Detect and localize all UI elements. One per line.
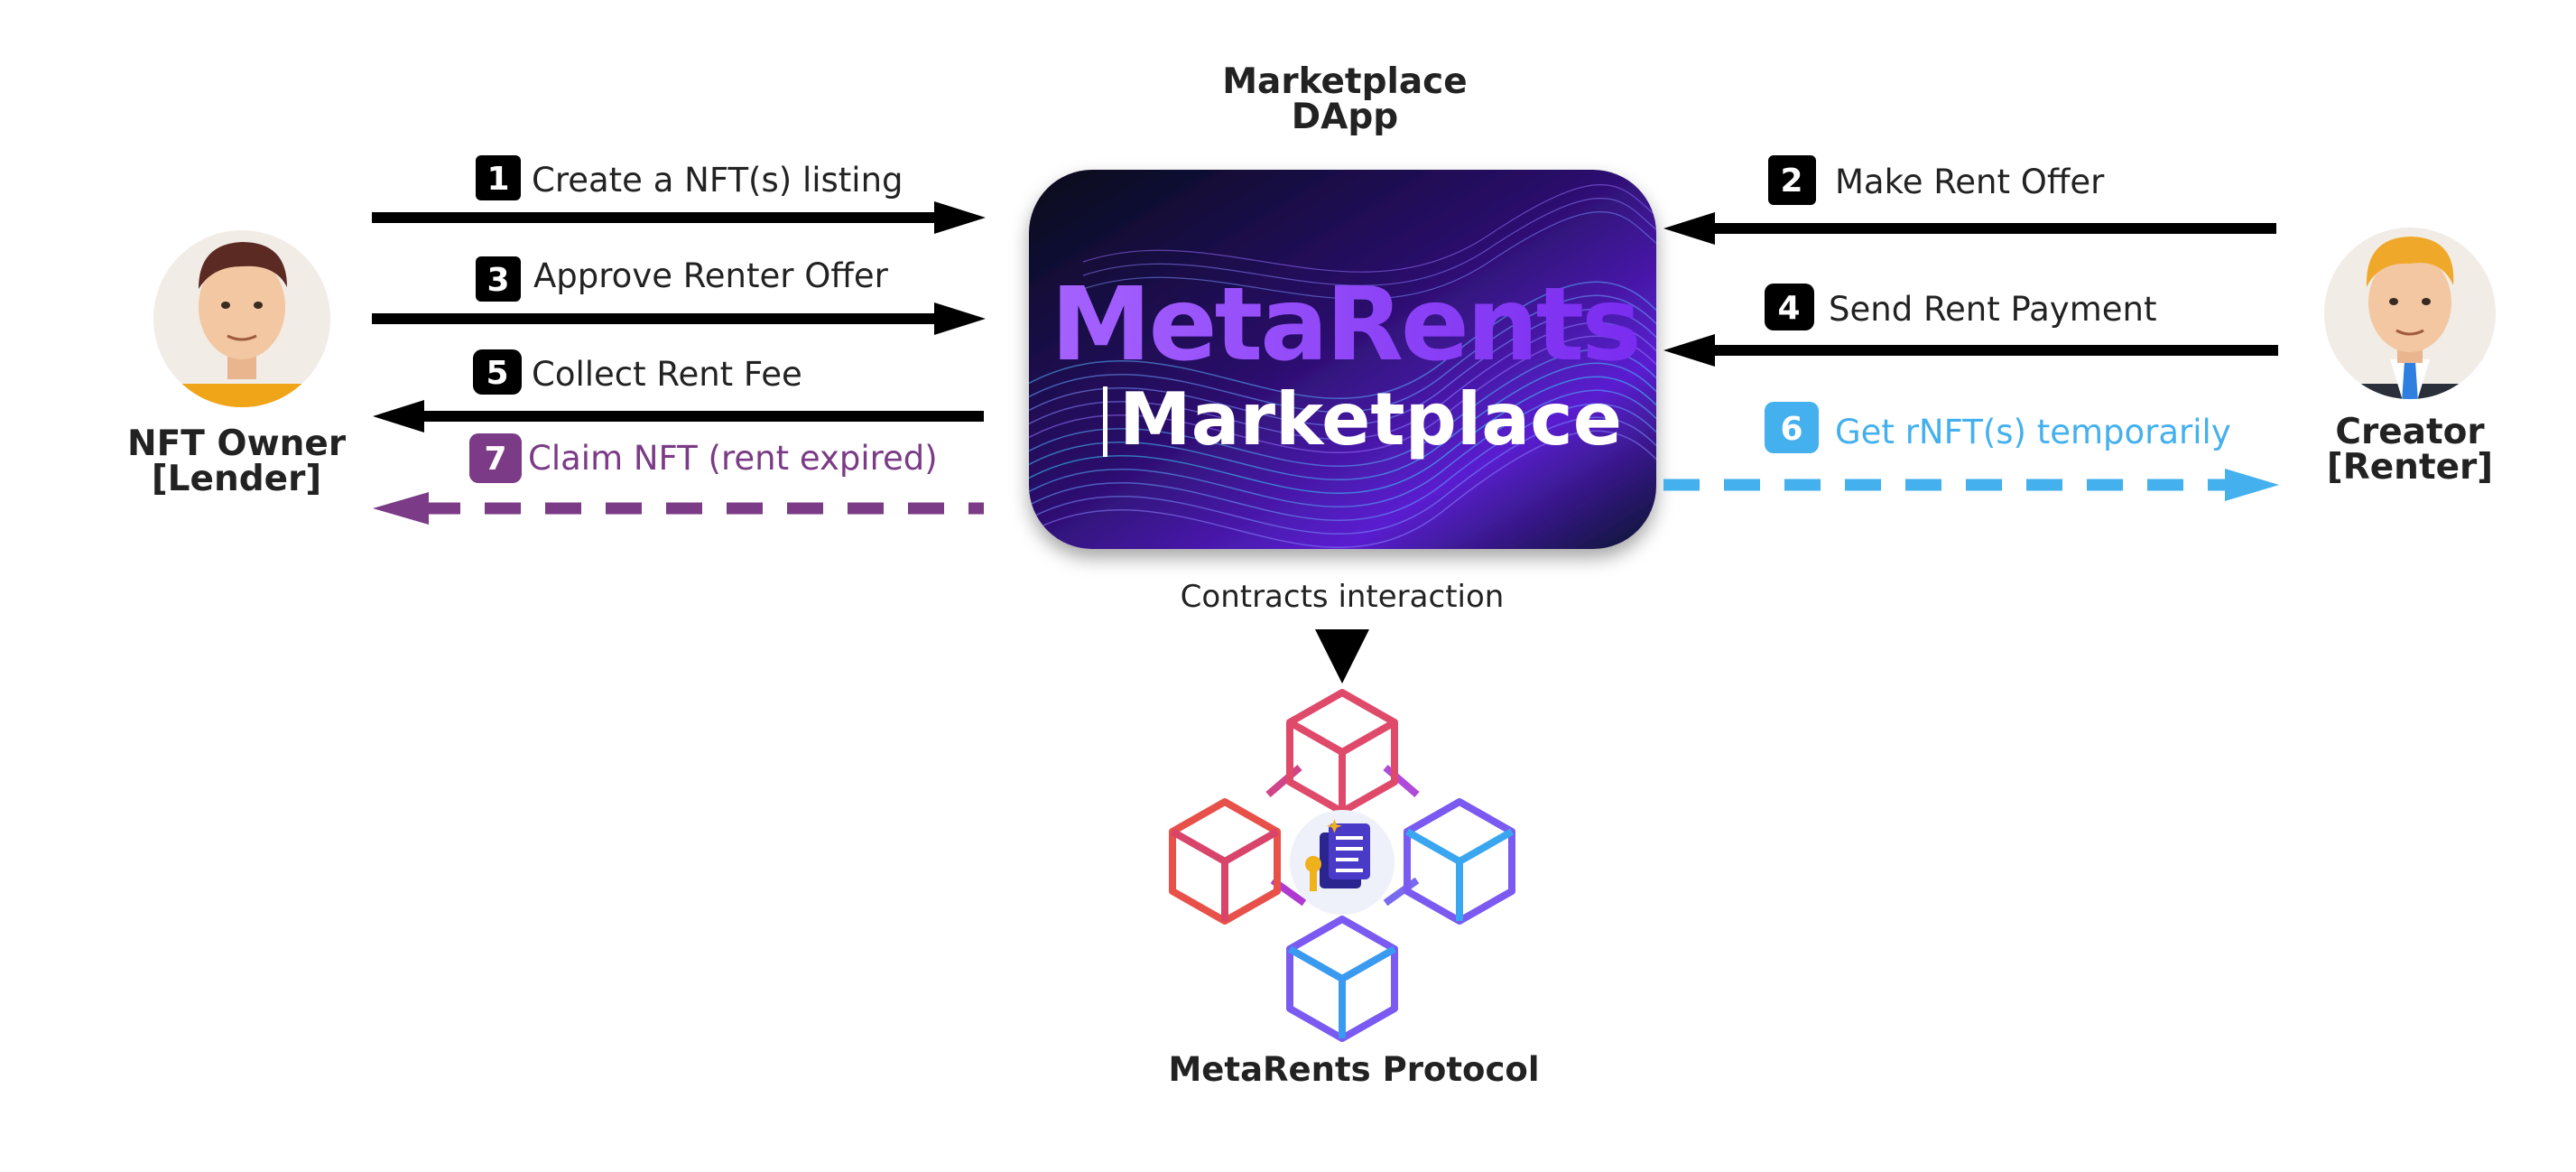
dapp-title-line2: DApp xyxy=(1292,97,1398,137)
renter-label-line2: [Renter] xyxy=(2327,447,2493,488)
lender-label-line1: NFT Owner xyxy=(127,423,347,464)
renter-avatar-icon xyxy=(2324,228,2496,399)
step-4-number: 4 xyxy=(1777,290,1800,327)
protocol-label: MetaRents Protocol xyxy=(1168,1050,1539,1089)
marketplace-card: MetaRents Marketplace xyxy=(1029,170,1656,549)
lender-avatar-icon xyxy=(153,230,330,407)
renter-label-line1: Creator xyxy=(2335,412,2485,452)
step-7: 7 Claim NFT (rent expired) xyxy=(373,433,984,525)
step-1-number: 1 xyxy=(486,161,509,198)
brand-logo-text: MetaRents xyxy=(1051,266,1639,384)
contracts-label: Contracts interaction xyxy=(1181,579,1505,615)
step-6: 6 Get rNFT(s) temporarily xyxy=(1663,402,2279,501)
step-1-badge xyxy=(476,155,521,200)
step-2-label: Make Rent Offer xyxy=(1835,163,2105,201)
step-4: 4 Send Rent Payment xyxy=(1663,284,2278,367)
contracts-arrowhead xyxy=(1315,629,1369,684)
step-5-label: Collect Rent Fee xyxy=(532,355,802,394)
step-5: 5 Collect Rent Fee xyxy=(373,349,984,433)
step-6-number: 6 xyxy=(1780,411,1802,448)
step-3-label: Approve Renter Offer xyxy=(533,256,889,295)
key-icon xyxy=(1305,819,1342,891)
step-3-number: 3 xyxy=(486,262,509,299)
lender-label-line2: [Lender] xyxy=(152,459,321,499)
step-2: 2 Make Rent Offer xyxy=(1663,155,2276,245)
step-7-number: 7 xyxy=(484,441,506,478)
marketplace-subtitle: Marketplace xyxy=(1119,377,1622,461)
step-1-label: Create a NFT(s) listing xyxy=(532,161,903,200)
step-2-number: 2 xyxy=(1780,163,1802,200)
step-1: 1 Create a NFT(s) listing xyxy=(372,155,986,234)
step-7-label: Claim NFT (rent expired) xyxy=(528,439,938,478)
step-1-arrowhead xyxy=(934,201,986,234)
step-6-label: Get rNFT(s) temporarily xyxy=(1835,413,2231,451)
dapp-title-line1: Marketplace xyxy=(1222,61,1468,102)
step-3: 3 Approve Renter Offer xyxy=(372,256,986,335)
wave-pattern xyxy=(1029,184,1656,548)
step-5-number: 5 xyxy=(486,355,508,392)
step-4-label: Send Rent Payment xyxy=(1829,290,2156,329)
subtitle-divider xyxy=(1103,386,1107,457)
